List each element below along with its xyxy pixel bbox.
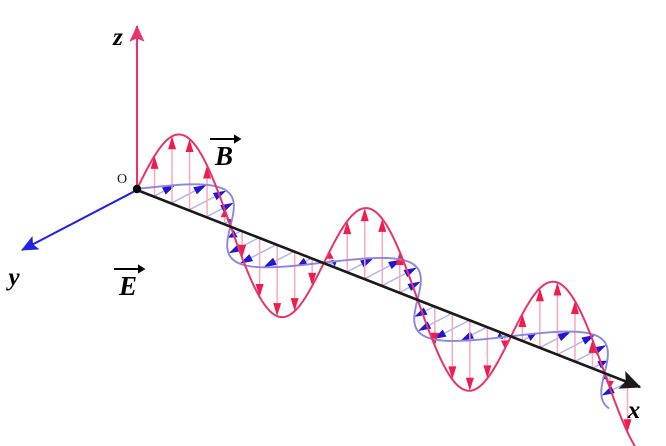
field-vector-arrowhead [526, 333, 537, 342]
field-vector-arrowhead [378, 218, 387, 232]
magnetic-field-vector-arrowhead-icon [234, 134, 242, 144]
magnetic-field-label-text: B [214, 141, 233, 171]
y-axis-label: y [5, 264, 20, 291]
field-vector-arrowhead [518, 313, 527, 327]
electric-field-waveform [136, 183, 610, 409]
field-vector-stem [274, 250, 296, 262]
y-axis [21, 189, 138, 251]
field-vector-arrowhead [273, 303, 282, 317]
field-vector-arrowhead [483, 365, 492, 379]
field-vector-arrowhead [414, 307, 428, 317]
field-vector-arrowhead [255, 283, 264, 297]
field-vector-stem [539, 336, 560, 349]
electric-field-vector-arrowhead-icon [138, 264, 146, 274]
field-vector-arrowhead [360, 208, 369, 222]
field-vector-stem [381, 272, 406, 287]
electric-field-label-text: E [118, 271, 137, 301]
z-axis-label: z [112, 24, 123, 51]
field-vector-arrowhead [407, 281, 421, 292]
field-vector-arrowhead [297, 257, 308, 266]
field-vector-stem [557, 340, 584, 356]
field-vector-arrowhead [343, 221, 352, 235]
field-vector-arrowhead [448, 366, 457, 380]
field-vector-stem [612, 381, 628, 391]
axis-group [21, 24, 642, 389]
field-vector-arrowhead [535, 288, 544, 302]
magnetic-field-waveform [136, 133, 636, 446]
electric-field-label: E [114, 264, 146, 301]
field-vector-arrowhead [623, 419, 632, 433]
field-vector-arrowhead [553, 282, 562, 296]
field-vector-arrowhead [290, 298, 299, 312]
x-axis [136, 188, 642, 389]
magnetic-field-label: B [210, 134, 242, 171]
field-vector-arrowhead [193, 184, 207, 195]
field-vector-stem [429, 312, 453, 326]
field-vector-arrowhead [570, 301, 579, 314]
x-axis-label: x [627, 397, 641, 424]
field-vector-stem [171, 190, 196, 204]
field-vector-stem [250, 243, 278, 259]
field-vector-arrowhead [557, 331, 571, 342]
origin-point [132, 184, 142, 194]
field-vector-arrowhead [238, 244, 247, 258]
field-vector-stem [444, 319, 471, 334]
field-vector-arrowhead [185, 139, 194, 153]
field-vector-stem [206, 208, 223, 218]
field-vector-arrowhead [588, 339, 597, 353]
field-vector-stem [154, 190, 165, 197]
field-vector-arrowhead [460, 331, 474, 341]
field-vector-stem [399, 286, 410, 294]
field-vector-arrowhead [263, 257, 277, 268]
field-vector-arrowhead [360, 258, 374, 268]
field-vector-arrowhead [150, 155, 159, 169]
field-vector-stem [346, 263, 363, 273]
field-vector-stem [471, 326, 488, 336]
field-vector-stem [364, 264, 391, 280]
field-vector-stem [189, 195, 216, 211]
field-vector-arrowhead [203, 165, 212, 179]
field-vector-arrowhead [168, 136, 177, 150]
origin-label: O [117, 172, 127, 187]
field-vector-arrowhead [308, 272, 317, 286]
field-vector-arrowhead [465, 377, 474, 391]
